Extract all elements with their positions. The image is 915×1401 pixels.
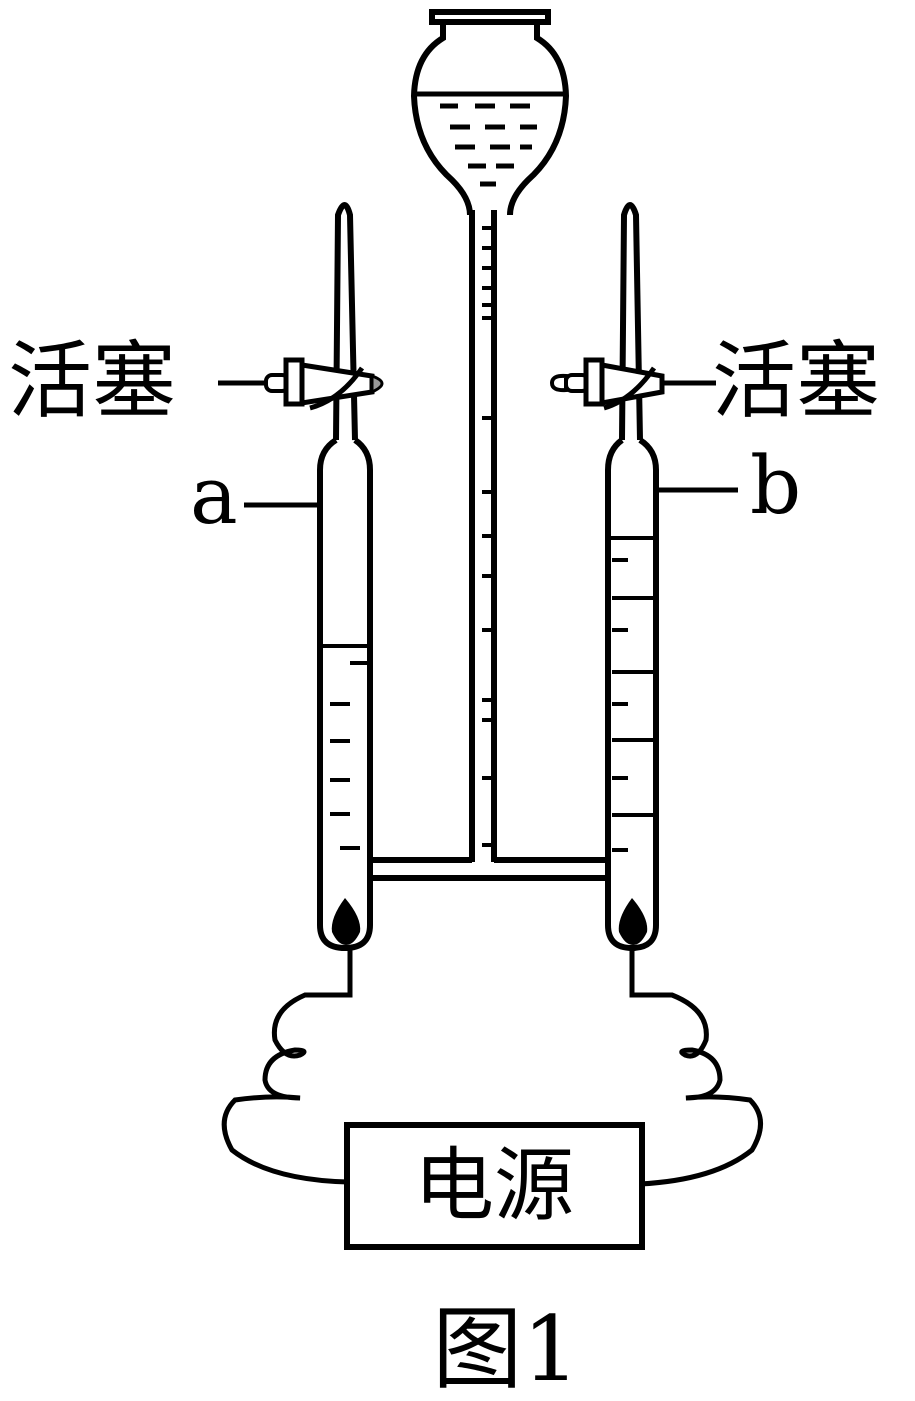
tube-b-label: b <box>750 439 801 532</box>
reservoir-water-dashes <box>440 103 537 187</box>
power-supply-label: 电源 <box>414 1139 574 1232</box>
central-tube-scale <box>482 226 494 847</box>
tube-b-water-scale <box>610 536 654 852</box>
stopcock-right <box>549 357 716 411</box>
stopcock-right-label: 活塞 <box>712 332 880 430</box>
tube-a-water-scale <box>322 644 368 850</box>
electrode-left <box>331 898 361 945</box>
connecting-channel <box>370 857 608 881</box>
tube-a-label: a <box>190 449 238 542</box>
stopcock-left-label: 活塞 <box>8 332 176 430</box>
wire-right <box>629 945 763 1187</box>
stopcock-left <box>218 357 384 411</box>
power-supply-box <box>344 1122 645 1250</box>
water-reservoir-funnel <box>410 9 570 216</box>
electrode-right <box>618 898 648 945</box>
tube-a <box>317 202 373 952</box>
wire-left <box>221 945 353 1185</box>
stopcock-left-tip <box>370 373 384 395</box>
tube-b <box>605 202 659 952</box>
figure-caption: 图1 <box>432 1297 579 1401</box>
